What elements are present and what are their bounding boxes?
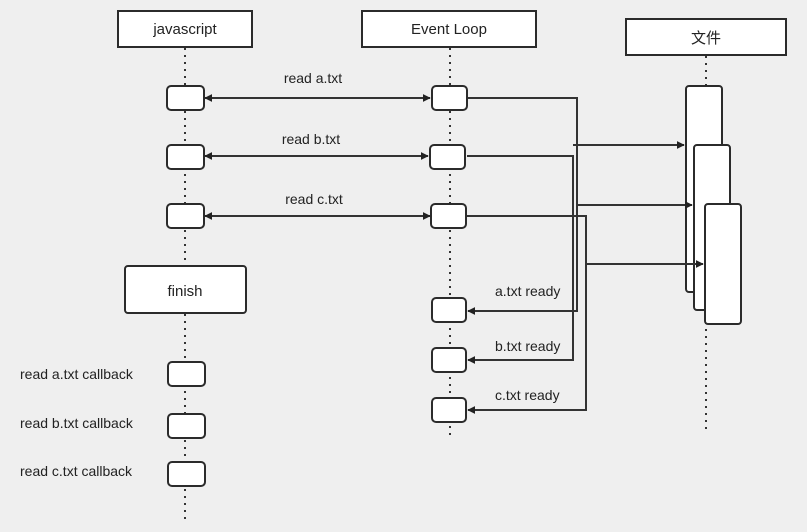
participant-event-loop-label: Event Loop — [411, 21, 487, 38]
js-callback-b-box — [167, 413, 206, 439]
js-callback-a-box — [167, 361, 206, 387]
event-loop-ready-c — [431, 397, 467, 423]
participant-event-loop: Event Loop — [361, 10, 537, 48]
finish-box: finish — [124, 265, 247, 314]
c-ready-label: c.txt ready — [495, 387, 560, 403]
routing-lines — [467, 97, 704, 414]
participant-javascript-label: javascript — [152, 21, 217, 38]
js-activation-c — [166, 203, 205, 229]
b-ready-return-line — [467, 155, 574, 364]
participant-file-label: 文件 — [691, 30, 721, 47]
event-loop-activation-b — [429, 144, 466, 170]
participant-javascript: javascript — [117, 10, 253, 48]
c-ready-return-line — [467, 215, 587, 414]
js-activation-b — [166, 144, 205, 170]
event-loop-activation-a — [431, 85, 468, 111]
read-b-label: read b.txt — [282, 131, 340, 147]
read-a-label: read a.txt — [284, 70, 342, 86]
event-loop-ready-b — [431, 347, 467, 373]
callback-c-label: read c.txt callback — [20, 463, 133, 479]
js-activation-a — [166, 85, 205, 111]
finish-label: finish — [167, 283, 202, 300]
callback-b-label: read b.txt callback — [20, 415, 134, 431]
read-c-label: read c.txt — [285, 191, 343, 207]
a-ready-return-line — [467, 97, 578, 315]
event-loop-activation-c — [430, 203, 467, 229]
js-callback-c-box — [167, 461, 206, 487]
event-loop-ready-a — [431, 297, 467, 323]
callback-a-label: read a.txt callback — [20, 366, 134, 382]
a-ready-label: a.txt ready — [495, 283, 560, 299]
file-activation-c — [704, 203, 742, 325]
b-ready-label: b.txt ready — [495, 338, 560, 354]
participant-file: 文件 — [625, 18, 787, 56]
